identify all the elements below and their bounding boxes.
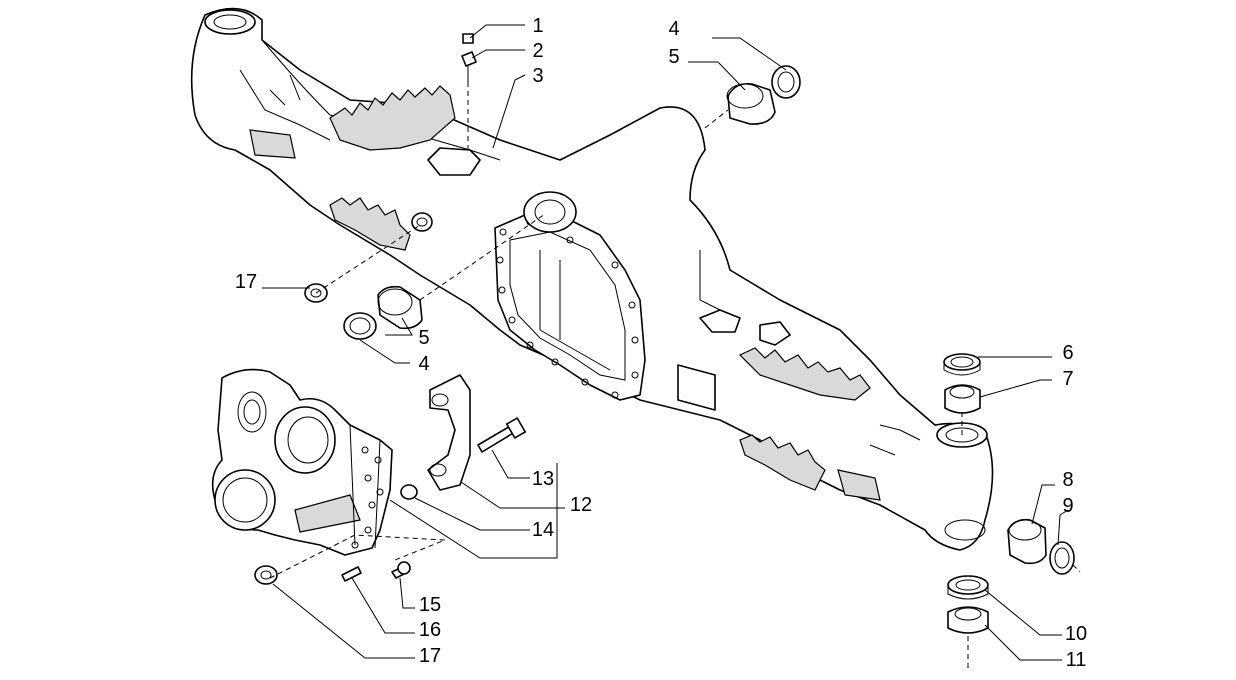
flange-bolts (496, 218, 639, 399)
callout-7: 7 (1062, 368, 1073, 390)
callout-17-upper: 17 (235, 271, 257, 293)
bearing-cone-11 (947, 606, 989, 634)
callout-4-left: 4 (418, 353, 429, 375)
callout-1: 1 (532, 15, 543, 37)
callout-4-top: 4 (668, 18, 679, 40)
small-screw (391, 561, 411, 579)
seal-ring-top (771, 65, 801, 99)
differential-carrier (211, 368, 393, 556)
callout-15: 15 (419, 594, 441, 616)
callout-11: 11 (1066, 649, 1087, 671)
bushing-left (377, 285, 423, 330)
alignment-lines (269, 82, 1081, 668)
dowel-pin (400, 484, 418, 500)
cap-bolt (477, 417, 526, 453)
bearing-cap (427, 374, 471, 491)
callout-2: 2 (532, 40, 543, 62)
leader-lines (262, 24, 1069, 661)
bearing-cup-10 (947, 575, 989, 600)
roll-pin (341, 566, 362, 582)
callout-5-left: 5 (418, 327, 429, 349)
callout-14: 14 (532, 519, 554, 541)
callout-6: 6 (1062, 342, 1073, 364)
callout-10: 10 (1065, 623, 1087, 645)
callout-12: 12 (570, 494, 592, 516)
drain-plug-lower (254, 565, 278, 585)
callout-13: 13 (532, 468, 554, 490)
callouts: 1 2 3 4 5 4 5 6 7 8 9 10 11 12 13 14 15 … (235, 15, 1087, 671)
bushing-top (726, 82, 776, 125)
seal-ring-left (343, 312, 377, 340)
bushing-8 (1007, 518, 1047, 565)
callout-8: 8 (1062, 469, 1073, 491)
bearing-cup-6 (943, 353, 981, 376)
bearing-cone-7 (944, 384, 981, 414)
callout-5-top: 5 (668, 46, 679, 68)
callout-16: 16 (419, 619, 441, 641)
callout-17-lower: 17 (419, 645, 441, 667)
callout-9: 9 (1062, 495, 1073, 517)
axle-housing (190, 7, 994, 551)
callout-3: 3 (532, 65, 543, 87)
grease-nipple (461, 33, 477, 82)
seal-9 (1049, 541, 1075, 575)
